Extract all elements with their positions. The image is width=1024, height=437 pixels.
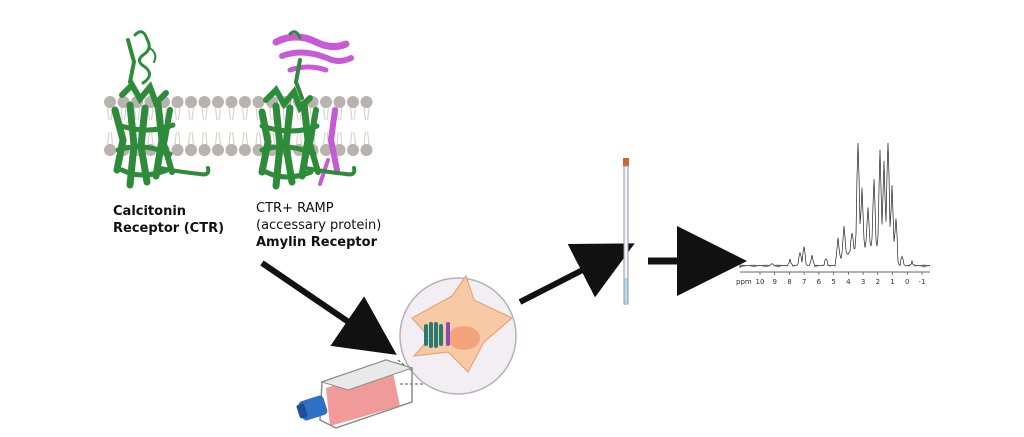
lipid-head [360, 96, 373, 108]
spectrum-tick-label: 8 [787, 278, 791, 286]
lipid-head [320, 96, 332, 108]
amylin-label-line2: (accessary protein) [256, 218, 382, 233]
arrow-to-cell [260, 260, 397, 355]
membrane-bilayer [104, 96, 373, 156]
nmr-tube-icon [623, 158, 629, 305]
lipid-head [347, 96, 359, 108]
lipid-head [171, 96, 184, 108]
ppm-unit-label: ppm [736, 278, 752, 286]
lipid-head [333, 96, 346, 108]
lipid-head [185, 96, 197, 108]
spectrum-tick-label: 9 [772, 278, 776, 286]
spectrum-trace [739, 142, 931, 268]
spectrum-tick-label: 5 [831, 278, 835, 286]
lipid-head [198, 144, 211, 156]
spectrum-tick-label: 2 [876, 278, 880, 286]
spectrum-tick-label: 10 [756, 278, 765, 286]
lipid-head [185, 144, 197, 156]
amylin-label-line3: Amylin Receptor [256, 235, 377, 250]
lipid-head [347, 144, 359, 156]
lipid-head [212, 96, 224, 108]
spectrum-tick-label: 1 [890, 278, 894, 286]
membrane-receptor-icon [424, 322, 450, 348]
spectrum-tick-label: 4 [846, 278, 851, 286]
lipid-head [252, 96, 265, 108]
spectrum-tick-label: 0 [905, 278, 909, 286]
lipid-head [239, 96, 251, 108]
lipid-head [212, 144, 224, 156]
cell-icon [399, 274, 517, 395]
lipid-head [239, 144, 251, 156]
spectrum-tick-label: 3 [861, 278, 865, 286]
receptor-structure-icon [111, 30, 211, 189]
arrow-to-nmr-tube [518, 243, 635, 305]
lipid-head [225, 96, 238, 108]
amylin-label-line1: CTR+ RAMP [256, 201, 334, 216]
lipid-head [225, 144, 238, 156]
spectrum-tick-label: 6 [817, 278, 822, 286]
lipid-head [104, 96, 116, 108]
ctr-label-line2: Receptor (CTR) [113, 221, 225, 236]
spectrum-tick-label: 7 [802, 278, 806, 286]
lipid-head [171, 144, 184, 156]
lipid-head [198, 96, 211, 108]
lipid-head [360, 144, 373, 156]
ctr-label-line1: Calcitonin [113, 204, 187, 219]
culture-flask-icon [296, 359, 414, 429]
spectrum-tick-label: -1 [919, 278, 926, 286]
lipid-head [104, 144, 116, 156]
lipid-head [252, 144, 265, 156]
lipid-head [320, 144, 332, 156]
amylin-receptor-structure-icon [258, 30, 357, 190]
